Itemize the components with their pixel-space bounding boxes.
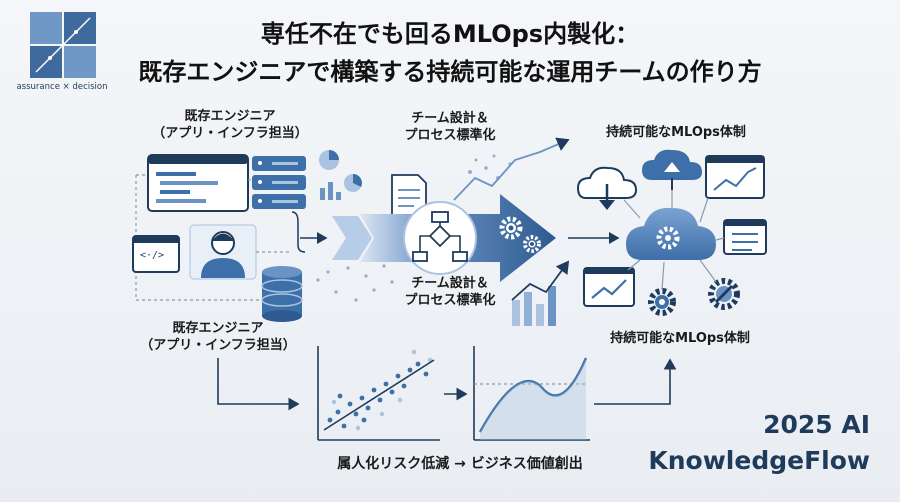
cloud-gear-icon: [626, 207, 716, 260]
database-icon: [261, 266, 303, 322]
cloud-download-icon: [576, 166, 638, 210]
label-team-design-top: チーム設計＆ プロセス標準化: [404, 111, 496, 143]
label-engineers-bottom: 既存エンジニア （アプリ・インフラ担当）: [140, 321, 296, 353]
label-engineers-top: 既存エンジニア （アプリ・インフラ担当）: [152, 109, 308, 141]
wrench-gear-icon: [708, 278, 740, 310]
label-mlops-bottom: 持続可能なMLOps体制: [610, 331, 750, 346]
label-team-design-mid: チーム設計＆ プロセス標準化: [404, 276, 496, 308]
logo-caption: assurance × decision: [16, 82, 108, 92]
flowchart-icon: [403, 201, 477, 275]
gear-icon: [499, 216, 541, 253]
pie-chart-icon: [319, 150, 362, 192]
terminal-icon: [132, 235, 180, 273]
bar-chart-icon: [320, 182, 341, 200]
brand-name: KnowledgeFlow: [648, 446, 870, 475]
page-title-line2: 既存エンジニアで構築する持続可能な運用チームの作り方: [138, 58, 762, 86]
brand-logo: assurance × decision: [16, 12, 108, 92]
monitor-chart-icon: [583, 267, 635, 307]
logo-mark-icon: [30, 12, 96, 78]
checklist-icon: [723, 219, 767, 255]
cloud-upload-icon: [642, 149, 702, 190]
growth-chart-icon: [511, 260, 570, 326]
growth-curve-icon: [473, 346, 590, 441]
label-bottom-flow: 属人化リスク低減 → ビジネス価値創出: [337, 456, 583, 472]
brand-year: 2025 AI: [763, 410, 870, 439]
line-chart-window-icon: [705, 155, 765, 199]
engineer-avatar-icon: [189, 224, 257, 280]
document-icon: [391, 174, 427, 219]
code-glyph: <·/>: [140, 250, 165, 261]
code-window-icon: [147, 154, 249, 212]
server-stack-icon: [252, 156, 306, 209]
scatter-plot-icon: [317, 346, 440, 441]
label-mlops-top: 持続可能なMLOps体制: [606, 125, 746, 140]
page-title-line1: 専任不在でも回るMLOps内製化：: [260, 20, 640, 48]
gear-large-icon: [648, 288, 676, 316]
